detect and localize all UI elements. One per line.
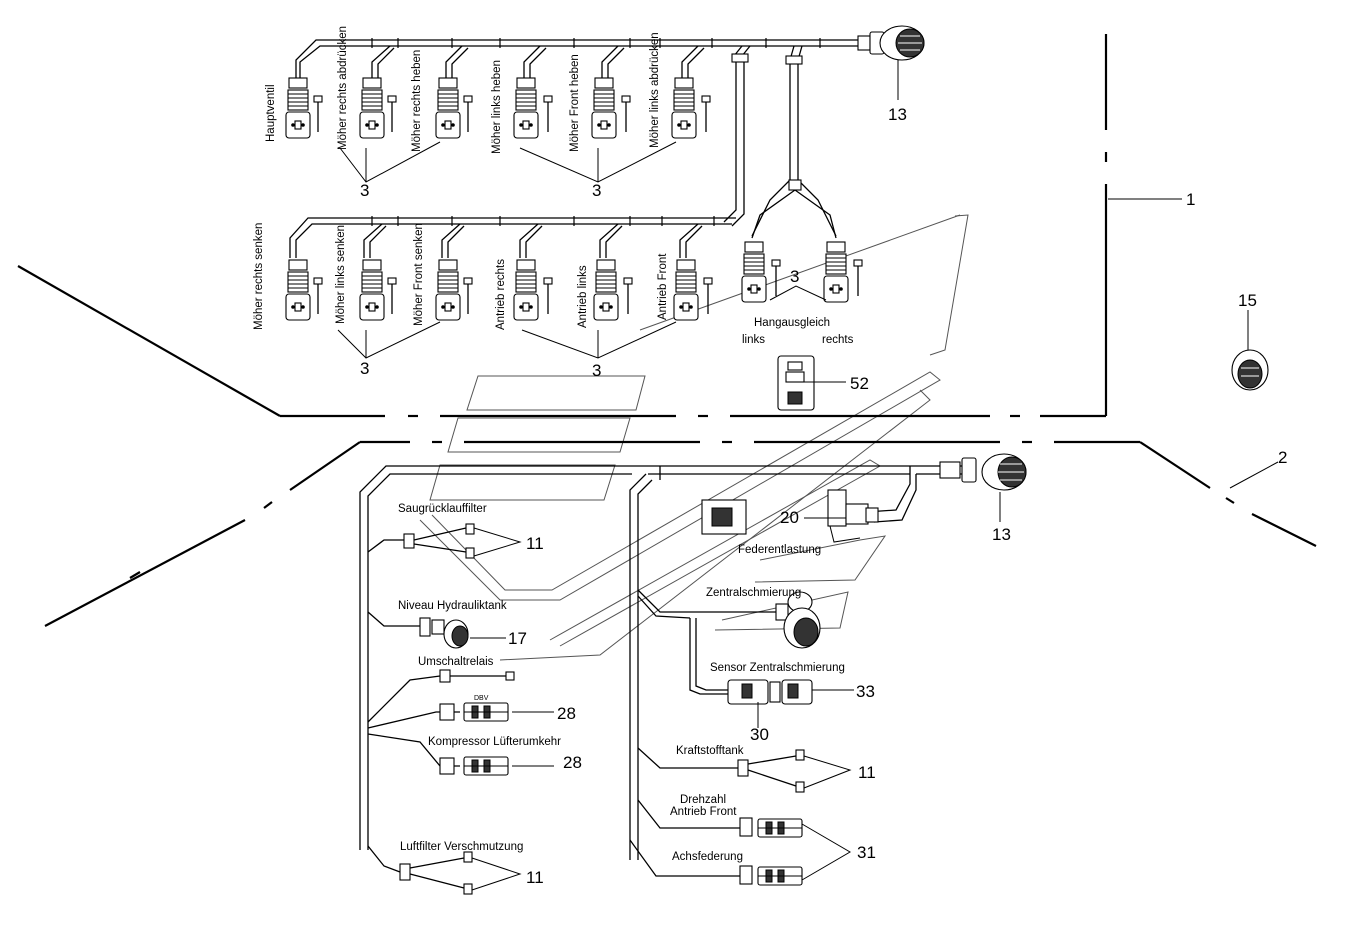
top-harness [285, 25, 925, 239]
hangausgleich-labels: Hangausgleich links rechts [742, 317, 854, 346]
label-federentlastung: Federentlastung [738, 544, 821, 556]
label-moeher-front-senken: Möher Front senken [413, 223, 425, 326]
label-moeher-links-heben: Möher links heben [491, 60, 503, 154]
callout-1: 1 [1186, 190, 1195, 209]
relay-28-bottom [439, 756, 509, 776]
label-moeher-rechts-senken: Möher rechts senken [253, 223, 265, 330]
part-20 [701, 489, 879, 535]
middle-harness [285, 198, 1279, 489]
label-drehzahl: Drehzahl [680, 794, 726, 806]
label-links: links [742, 334, 765, 346]
callout-31: 31 [857, 843, 876, 862]
label-antrieb-links: Antrieb links [577, 265, 589, 328]
callout-13-bottom: 13 [992, 525, 1011, 544]
callout-11-b: 11 [526, 868, 544, 887]
label-saugruecklauffilter: Saugrücklauffilter [398, 503, 487, 515]
label-line: Möher rechts abdrücken [337, 26, 349, 150]
callout-3-b: 3 [592, 181, 601, 200]
connector-13-top [869, 25, 925, 61]
callout-28-b: 28 [563, 753, 582, 772]
label-luftfilter-verschmutzung: Luftfilter Verschmutzung [400, 841, 523, 853]
label-moeher-links-senken: Möher links senken [335, 225, 347, 324]
callout-13-top: 13 [888, 105, 907, 124]
valves-middle [285, 241, 863, 321]
background-outline [419, 214, 969, 661]
label-moeher-links-abdruecken: Möher links abdrücken [649, 32, 661, 148]
sensor-30-33 [727, 679, 854, 728]
label-rechts: rechts [822, 334, 854, 346]
label-moeher-rechts-heben: Möher rechts heben [411, 50, 423, 152]
connector-15 [1231, 310, 1269, 391]
label-niveau-hydrauliktank: Niveau Hydrauliktank [398, 600, 507, 612]
callout-20: 20 [780, 508, 799, 527]
label-umschaltrelais: Umschaltrelais [418, 656, 494, 668]
callout-17: 17 [508, 629, 527, 648]
callout-28-a: 28 [557, 704, 576, 723]
part-52 [777, 355, 846, 411]
callout-15: 15 [1238, 291, 1257, 310]
callout-30: 30 [750, 725, 769, 744]
svg-text:DBV: DBV [474, 695, 489, 702]
valve-labels-bottom: Möher rechts senken Möher links senken M… [253, 223, 669, 330]
label-moeher-rechts-abdruecken: Möher rechts abdrücken [337, 26, 349, 150]
label-antrieb-rechts: Antrieb rechts [495, 259, 507, 330]
label-achsfederung: Achsfederung [672, 851, 743, 863]
callout-11-c: 11 [858, 763, 876, 782]
label-kraftstofftank: Kraftstofftank [676, 745, 744, 757]
callout-2: 2 [1278, 448, 1287, 467]
callout-33: 33 [856, 682, 875, 701]
label-kompressor-luefterumkehr: Kompressor Lüfterumkehr [428, 736, 561, 748]
label-antrieb-front-sensor: Antrieb Front [670, 806, 737, 818]
label-moeher-front-heben: Möher Front heben [569, 54, 581, 152]
callout-numbers: 13 1 15 2 3 3 3 3 3 52 13 20 11 17 28 28… [360, 105, 1287, 887]
label-sensor-zentralschmierung: Sensor Zentralschmierung [710, 662, 845, 674]
bottom-harness: DBV [359, 453, 1027, 895]
valve-labels-top: Hauptventil Möher rechts abdrücken Möher… [265, 26, 661, 154]
callout-11-a: 11 [526, 534, 544, 553]
callout-3-a: 3 [360, 181, 369, 200]
component-labels: Saugrücklauffilter Niveau Hydrauliktank … [398, 503, 845, 863]
frame-lines [17, 34, 1317, 627]
label-hangausgleich: Hangausgleich [754, 317, 830, 329]
label-zentralschmierung: Zentralschmierung [706, 587, 801, 599]
label-hauptventil: Hauptventil [265, 84, 277, 142]
connector-13-bottom [961, 453, 1027, 491]
callout-3-c: 3 [790, 267, 799, 286]
callout-3-e: 3 [592, 361, 601, 380]
label-antrieb-front: Antrieb Front [657, 253, 669, 320]
callout-52: 52 [850, 374, 869, 393]
callout-3-d: 3 [360, 359, 369, 378]
relay-28-top: DBV [439, 695, 509, 722]
